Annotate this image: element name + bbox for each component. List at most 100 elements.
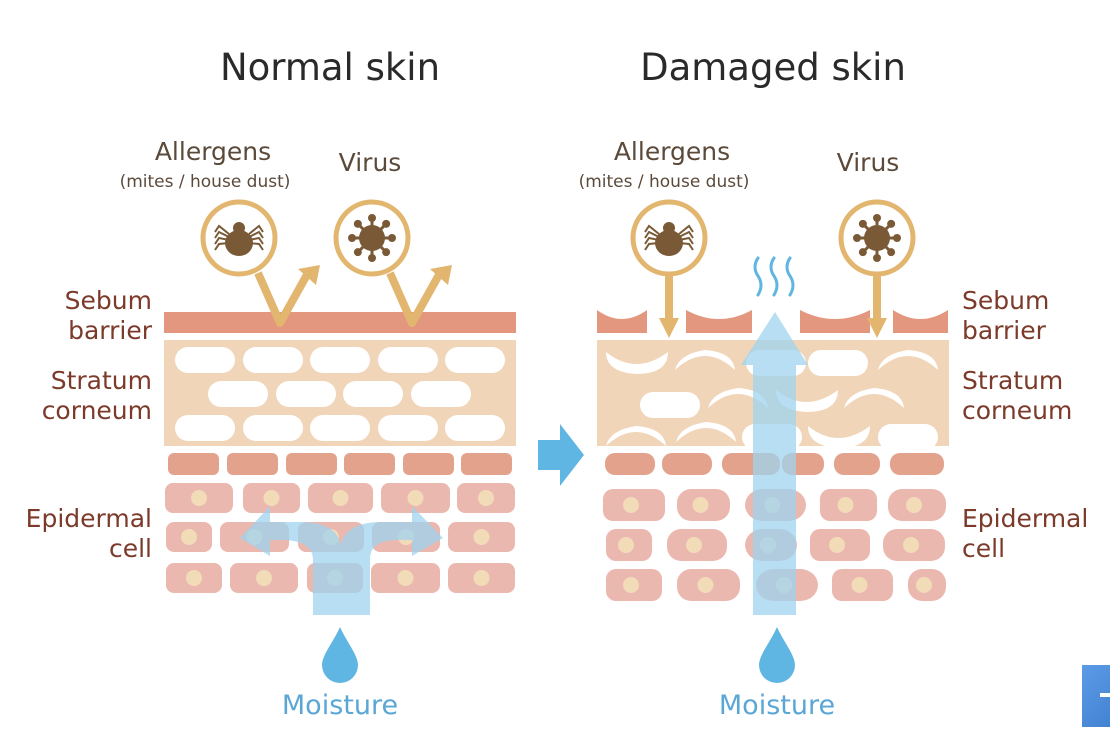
cell-nucleus bbox=[692, 497, 709, 513]
damaged-skin-title: Damaged skin bbox=[640, 46, 906, 89]
mite-leg bbox=[214, 236, 230, 245]
damaged-corneocyte bbox=[676, 422, 736, 442]
granular-cell bbox=[168, 453, 219, 475]
damaged-corneocyte bbox=[844, 388, 904, 408]
vapor-icon bbox=[753, 256, 795, 297]
virus-spike-tip bbox=[853, 234, 861, 242]
deflect-arrow bbox=[386, 271, 444, 327]
deflect-arrow bbox=[254, 271, 312, 327]
zoom-out-button[interactable] bbox=[1082, 665, 1110, 727]
damaged-sebum-fragment bbox=[893, 310, 948, 333]
arrow-right-icon bbox=[538, 424, 584, 486]
mite-leg bbox=[678, 224, 694, 235]
virus-spike-tip bbox=[368, 254, 376, 262]
corneocyte bbox=[310, 347, 370, 373]
mite-leg bbox=[678, 236, 694, 245]
corneocyte bbox=[640, 392, 700, 418]
mite-leg bbox=[214, 242, 230, 251]
water-drop-icon bbox=[759, 627, 795, 683]
minus-icon bbox=[1100, 693, 1110, 697]
corneocyte bbox=[378, 415, 438, 441]
layer-labels-right: Sebum barrier Stratum corneum Epidermal … bbox=[962, 286, 1088, 563]
corneum-label: corneum bbox=[42, 396, 152, 425]
damaged-allergens-sub: (mites / house dust) bbox=[579, 172, 750, 192]
mite-leg bbox=[678, 242, 694, 251]
moisture-escape-arrow bbox=[741, 312, 808, 615]
cell-nucleus bbox=[623, 497, 639, 513]
vapor-wave bbox=[753, 256, 763, 297]
mite-leg bbox=[214, 224, 230, 235]
virus-spike-tip bbox=[873, 254, 881, 262]
granular-cell bbox=[227, 453, 278, 475]
mite-icon bbox=[214, 222, 264, 256]
cell-nucleus bbox=[473, 529, 490, 545]
stratum-label: Stratum bbox=[51, 366, 152, 395]
cell-nucleus bbox=[473, 570, 490, 586]
damaged-virus-label: Virus bbox=[837, 148, 900, 177]
mite-leg bbox=[644, 236, 660, 245]
virus-spike-tip bbox=[873, 214, 881, 222]
damaged-allergens-label: Allergens bbox=[614, 137, 730, 166]
cell-nucleus bbox=[397, 570, 414, 586]
virus-spike-tip bbox=[887, 248, 896, 257]
moisture-arrow bbox=[240, 506, 443, 615]
corneocyte bbox=[378, 347, 438, 373]
virus-core bbox=[864, 225, 890, 251]
mite-leg bbox=[248, 242, 264, 251]
cell-nucleus bbox=[697, 577, 714, 593]
virus-spike-tip bbox=[348, 234, 356, 242]
sebum-label: Sebum bbox=[65, 286, 152, 315]
vapor-wave bbox=[785, 256, 795, 297]
mite-leg bbox=[248, 230, 264, 239]
corneocyte bbox=[175, 347, 235, 373]
virus-spike-tip bbox=[893, 234, 901, 242]
virus-spike-tip bbox=[353, 248, 362, 257]
mite-body bbox=[225, 230, 253, 256]
cell-nucleus bbox=[478, 490, 494, 506]
corneocyte bbox=[243, 347, 303, 373]
corneocyte bbox=[208, 381, 268, 407]
virus-icon bbox=[348, 214, 396, 262]
cell-nucleus bbox=[906, 497, 922, 513]
virus-icon bbox=[853, 214, 901, 262]
layer-labels-left: Sebum barrier Stratum corneum Epidermal … bbox=[26, 286, 153, 563]
normal-moisture-label: Moisture bbox=[282, 690, 398, 721]
cell-nucleus bbox=[186, 570, 202, 586]
corneocyte bbox=[343, 381, 403, 407]
cell-label: cell bbox=[109, 534, 152, 563]
damaged-sebum-fragment bbox=[597, 310, 647, 333]
damaged-moisture-label: Moisture bbox=[719, 690, 835, 721]
granular-cell bbox=[605, 453, 655, 475]
cell-nucleus bbox=[618, 537, 634, 553]
cell-nucleus bbox=[829, 537, 845, 553]
mite-leg bbox=[248, 224, 264, 235]
damaged-corneocyte bbox=[606, 352, 668, 374]
corneocyte bbox=[310, 415, 370, 441]
cell-nucleus bbox=[903, 537, 919, 553]
normal-allergens-sub: (mites / house dust) bbox=[120, 172, 291, 192]
corneum-label: corneum bbox=[962, 396, 1072, 425]
granular-cell bbox=[344, 453, 395, 475]
virus-spike-tip bbox=[382, 219, 391, 228]
cell-nucleus bbox=[191, 490, 207, 506]
granular-cell bbox=[890, 453, 944, 475]
cell-nucleus bbox=[686, 537, 702, 553]
corneocyte bbox=[808, 350, 868, 376]
granular-cell bbox=[834, 453, 880, 475]
mite-head bbox=[233, 222, 245, 234]
mite-leg bbox=[214, 230, 230, 239]
corneocyte bbox=[878, 424, 938, 450]
arrowhead bbox=[430, 265, 452, 285]
cell-nucleus bbox=[256, 570, 272, 586]
corneocyte bbox=[276, 381, 336, 407]
arrowhead bbox=[298, 265, 320, 285]
cell-nucleus bbox=[916, 577, 932, 593]
corneocyte bbox=[445, 415, 505, 441]
damaged-corneocyte bbox=[878, 350, 938, 370]
barrier-label: barrier bbox=[962, 316, 1047, 345]
arrowhead bbox=[867, 318, 887, 338]
mite-icon bbox=[644, 222, 694, 256]
corneocyte bbox=[445, 347, 505, 373]
mite-body bbox=[655, 230, 683, 256]
